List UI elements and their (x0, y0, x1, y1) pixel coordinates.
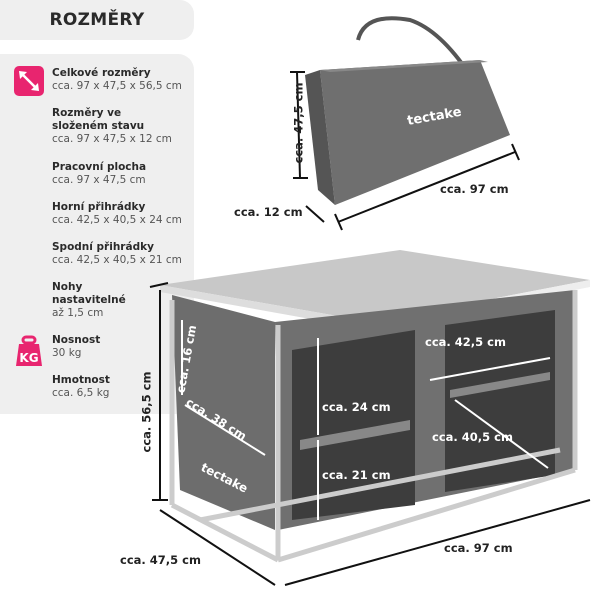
svg-text:KG: KG (19, 351, 38, 365)
cabinet-depth-label: cca. 47,5 cm (120, 553, 201, 567)
cabinet-dimension-lines (149, 282, 591, 586)
carry-bag (305, 16, 510, 205)
spec-label: Nohy nastavitelné (52, 281, 126, 306)
bag-height-label: cca. 47,5 cm (291, 82, 306, 164)
inner-dimension-lines (181, 320, 551, 520)
spec-label: Nosnost (52, 334, 101, 346)
title-box: ROZMĚRY (0, 0, 194, 40)
resize-arrows-icon (14, 66, 44, 96)
spec-label: Rozměry ve složeném stavu (52, 107, 145, 132)
bag-width-label: cca. 97 cm (440, 182, 509, 196)
spec-value: 30 kg (52, 347, 82, 359)
spec-label: Hmotnost (52, 374, 110, 386)
spec-value: cca. 42,5 x 40,5 x 24 cm (52, 214, 182, 226)
spec-value: cca. 6,5 kg (52, 387, 110, 399)
cabinet-width-label: cca. 97 cm (444, 541, 513, 555)
spec-label: Celkové rozměry (52, 67, 151, 79)
spec-value: cca. 97 x 47,5 x 12 cm (52, 133, 172, 145)
camping-cabinet (160, 250, 590, 563)
shelf-depth-label: cca. 40,5 cm (432, 430, 513, 444)
bag-depth-label: cca. 12 cm (234, 205, 303, 219)
spec-label: Horní přihrádky (52, 201, 146, 213)
lower-height-label: cca. 21 cm (322, 468, 391, 482)
weight-kg-icon: KG (14, 335, 44, 366)
spec-label: Spodní přihrádky (52, 241, 154, 253)
spec-value: až 1,5 cm (52, 307, 104, 319)
page-title: ROZMĚRY (49, 10, 145, 30)
spec-value: cca. 97 x 47,5 cm (52, 174, 146, 186)
spec-label: Pracovní plocha (52, 161, 147, 173)
bag-dimension-lines (290, 71, 520, 231)
upper-height-label: cca. 24 cm (322, 400, 391, 414)
cabinet-height-label: cca. 56,5 cm (139, 371, 154, 453)
spec-value: cca. 42,5 x 40,5 x 21 cm (52, 254, 182, 266)
spec-value: cca. 97 x 47,5 x 56,5 cm (52, 80, 182, 92)
shelf-width-label: cca. 42,5 cm (425, 335, 506, 349)
